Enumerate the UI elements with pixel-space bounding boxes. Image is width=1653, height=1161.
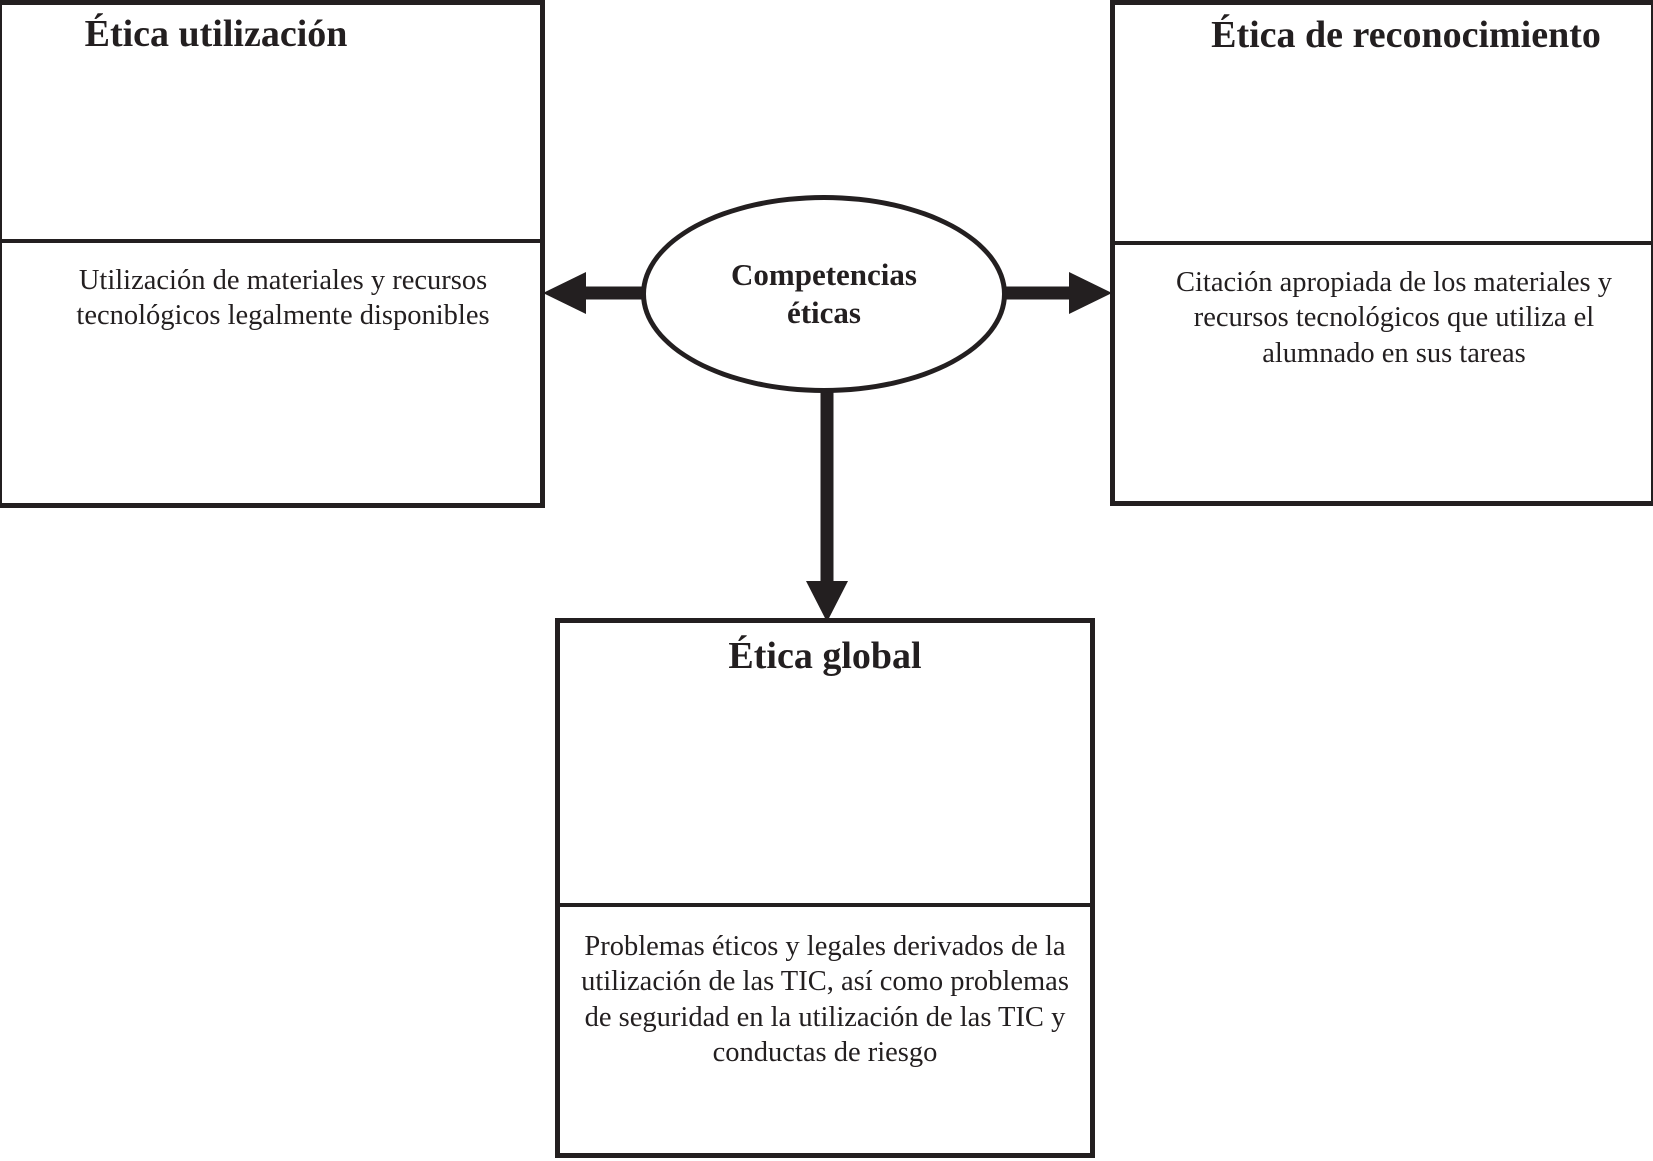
center-node-label: Competencias éticas — [731, 257, 917, 330]
box-body-area-right: Citación apropiada de los materiales y r… — [1115, 245, 1651, 505]
concept-box-etica-de-reconocimiento[interactable]: Ética de reconocimiento Citación apropia… — [1110, 0, 1653, 506]
concept-box-etica-utilizacion[interactable]: Ética utilización Utilización de materia… — [0, 0, 545, 508]
box-title-area-right: Ética de reconocimiento — [1115, 5, 1651, 245]
box-title-etica-global: Ética global — [728, 635, 922, 677]
box-title-area-left: Ética utilización — [2, 5, 540, 243]
box-title-etica-de-reconocimiento: Ética de reconocimiento — [1211, 14, 1601, 56]
box-body-area-bottom: Problemas éticos y legales derivados de … — [560, 907, 1090, 1157]
box-title-area-bottom: Ética global — [560, 623, 1090, 907]
box-body-etica-utilizacion: Utilización de materiales y recursos tec… — [76, 265, 490, 332]
concept-box-etica-global[interactable]: Ética global Problemas éticos y legales … — [555, 618, 1095, 1158]
box-body-area-left: Utilización de materiales y recursos tec… — [2, 243, 540, 505]
center-node-competencias-eticas[interactable]: Competencias éticas — [641, 195, 1007, 393]
box-body-etica-global: Problemas éticos y legales derivados de … — [581, 931, 1069, 1068]
box-title-etica-utilizacion: Ética utilización — [84, 13, 348, 55]
box-body-etica-de-reconocimiento: Citación apropiada de los materiales y r… — [1175, 267, 1613, 369]
